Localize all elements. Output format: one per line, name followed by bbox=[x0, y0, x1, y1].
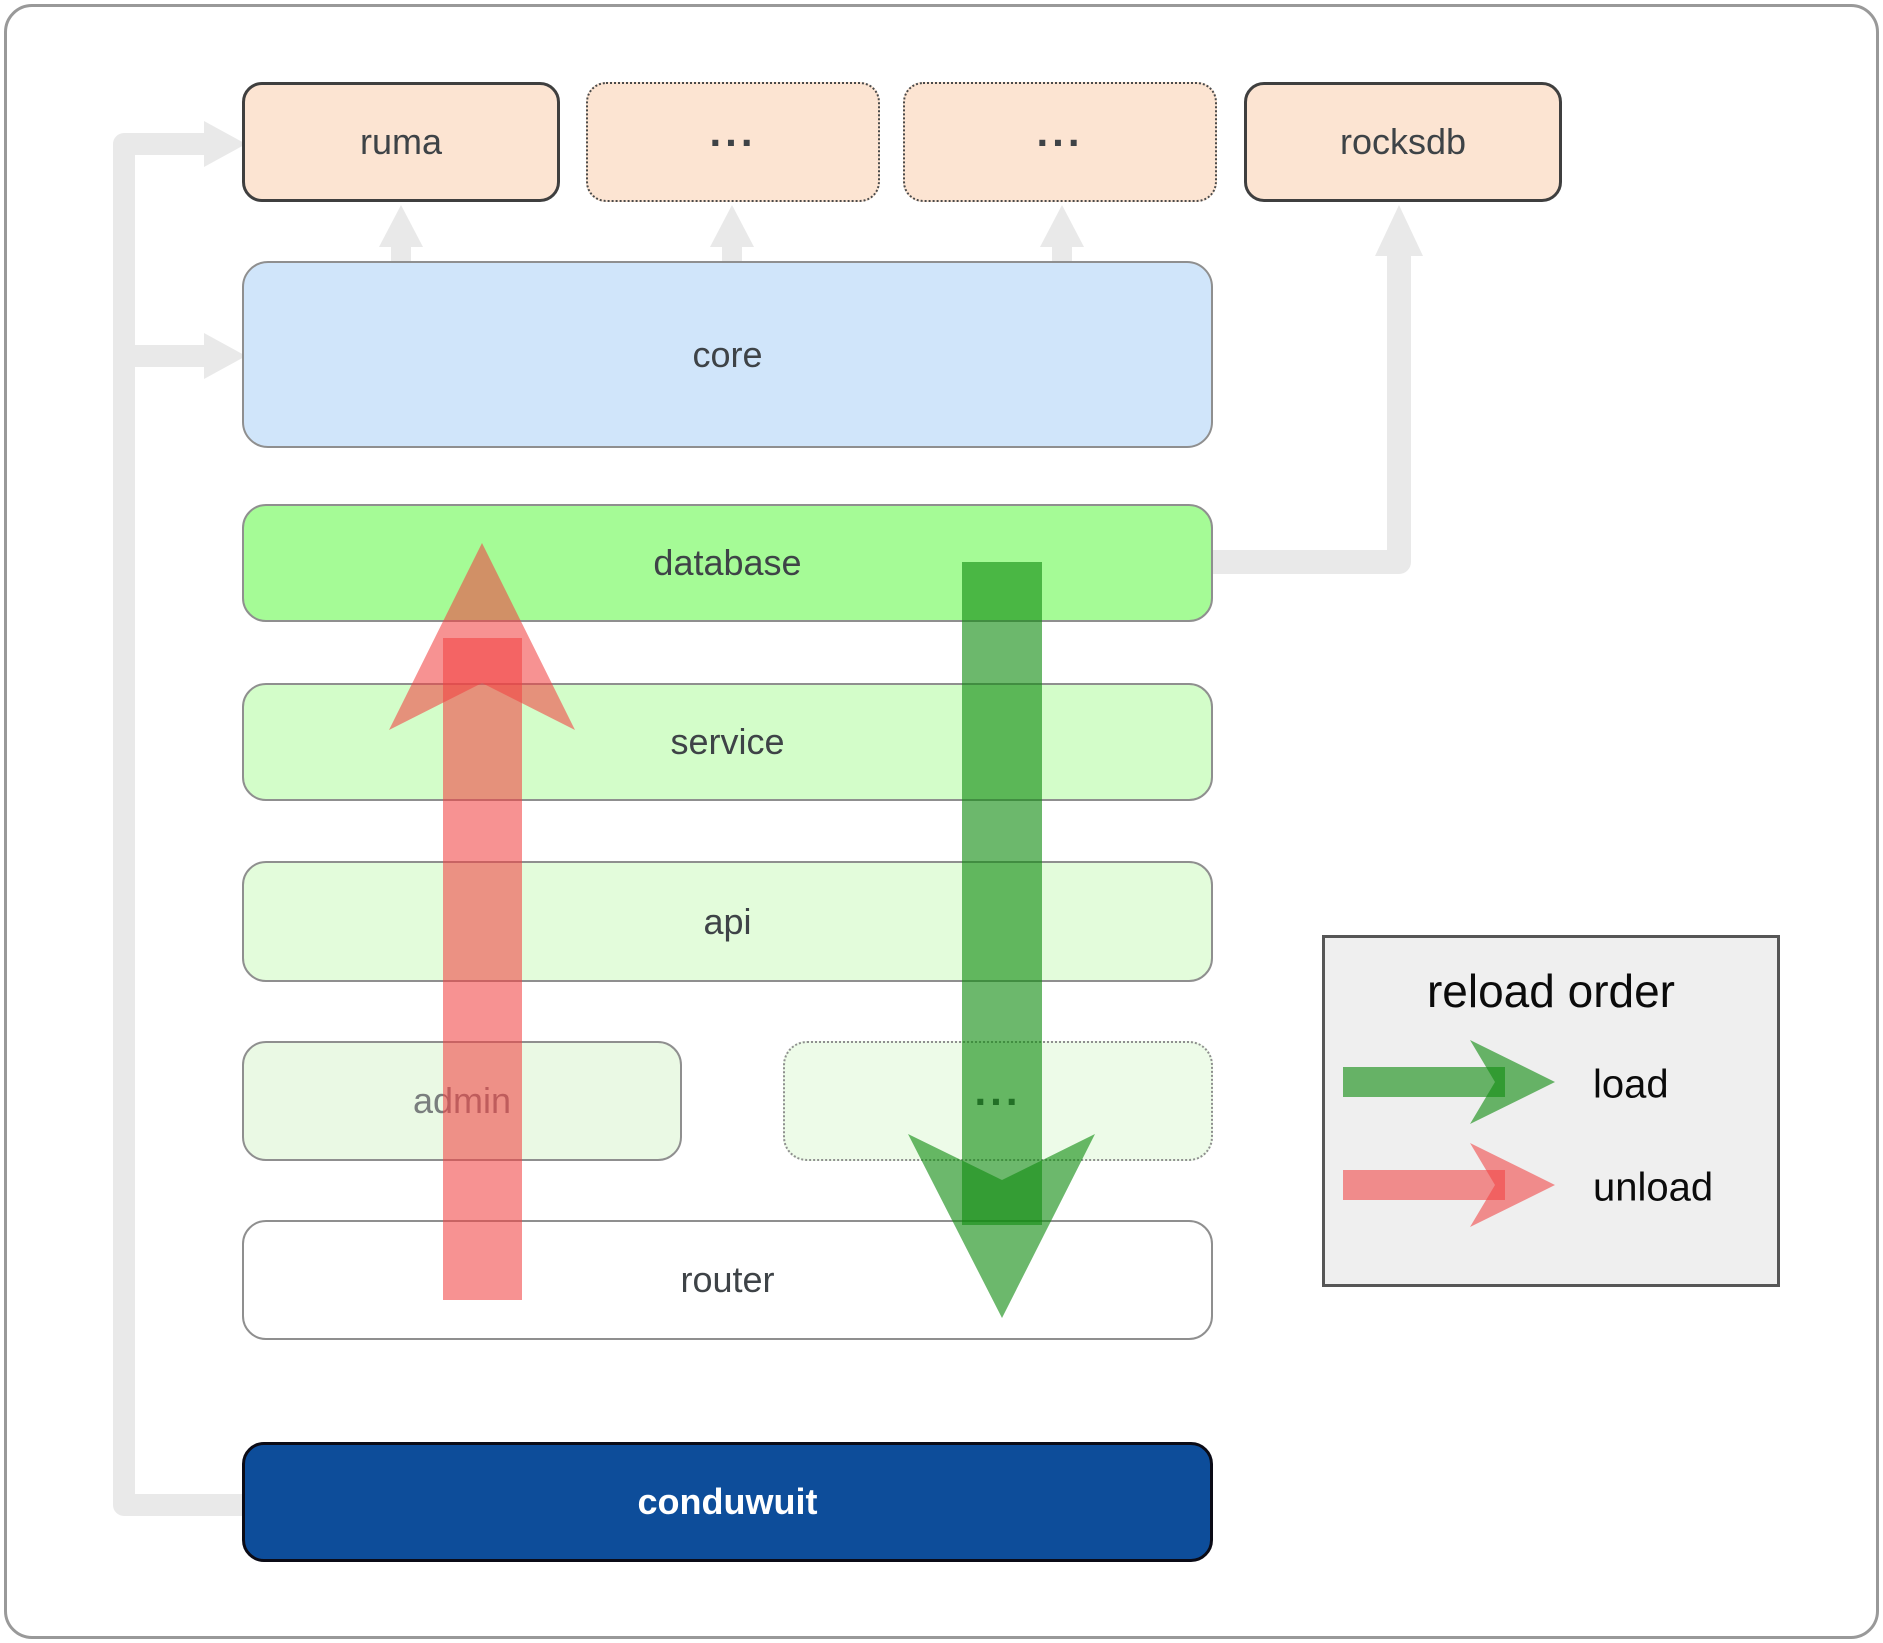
node-conduwuit: conduwuit bbox=[242, 1442, 1213, 1562]
node-ellipsis-2-label: ... bbox=[1036, 108, 1084, 155]
node-api: api bbox=[242, 861, 1213, 982]
node-router: router bbox=[242, 1220, 1213, 1340]
node-service: service bbox=[242, 683, 1213, 801]
node-ellipsis-1-label: ... bbox=[709, 108, 757, 155]
node-ellipsis-2: ... bbox=[903, 82, 1217, 202]
node-api-label: api bbox=[703, 900, 752, 942]
node-rocksdb: rocksdb bbox=[1244, 82, 1562, 202]
node-conduwuit-label: conduwuit bbox=[637, 1481, 818, 1522]
node-database: database bbox=[242, 504, 1213, 622]
legend-unload-label: unload bbox=[1593, 1165, 1714, 1210]
diagram-outer-frame bbox=[4, 4, 1879, 1639]
node-router-label: router bbox=[680, 1259, 775, 1300]
node-ellipsis-3-label: ... bbox=[974, 1067, 1022, 1114]
node-admin: admin bbox=[242, 1041, 682, 1161]
node-service-label: service bbox=[670, 721, 785, 762]
node-ruma-label: ruma bbox=[359, 121, 443, 162]
legend-reload-order: reload order load unload bbox=[1322, 935, 1780, 1287]
legend-load-label: load bbox=[1593, 1062, 1669, 1107]
legend-title: reload order bbox=[1426, 965, 1676, 1017]
node-core: core bbox=[242, 261, 1213, 448]
node-admin-label: admin bbox=[412, 1080, 512, 1121]
node-ruma: ruma bbox=[242, 82, 560, 202]
node-rocksdb-label: rocksdb bbox=[1339, 121, 1467, 162]
node-ellipsis-3: ... bbox=[783, 1041, 1213, 1161]
node-ellipsis-1: ... bbox=[586, 82, 880, 202]
node-database-label: database bbox=[653, 542, 802, 583]
node-core-label: core bbox=[692, 333, 763, 375]
